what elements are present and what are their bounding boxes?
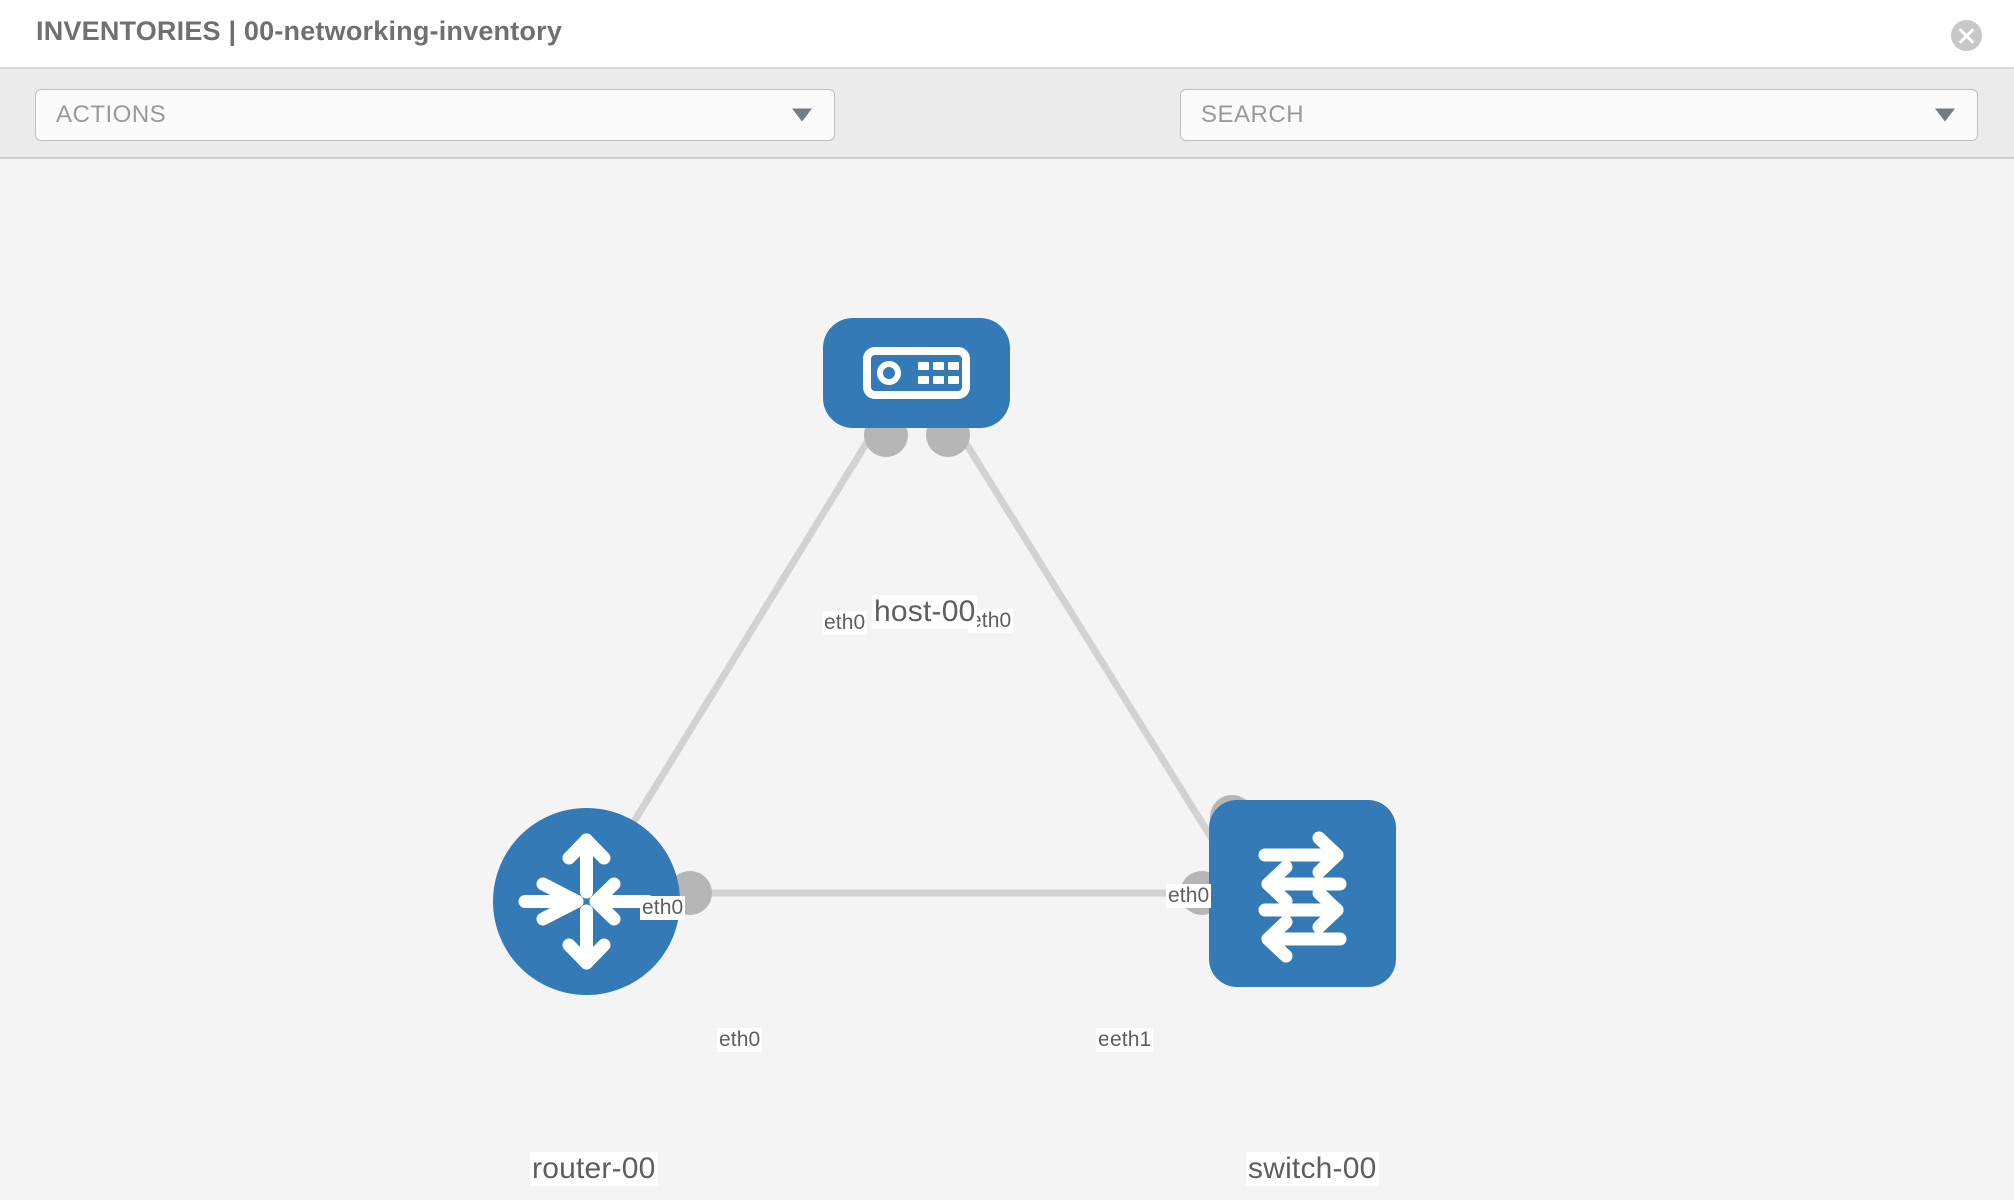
node-label-switch-00: switch-00 <box>1246 1152 1379 1186</box>
edge-host-switch <box>949 419 1235 873</box>
actions-dropdown[interactable]: ACTIONS <box>35 89 835 141</box>
page-title: INVENTORIES | 00-networking-inventory <box>36 16 563 46</box>
edge-host-router <box>597 419 883 879</box>
switch-arrows-icon <box>1258 831 1347 963</box>
edge-label-switch-to-host: eth0 <box>1166 884 1212 908</box>
edge-label-router-to-host: eth0 <box>640 896 686 920</box>
toolbar: ACTIONS SEARCH <box>0 69 2014 198</box>
node-label-router-00: router-00 <box>530 1152 658 1186</box>
edge-label-host-to-router: eth0 <box>822 611 868 635</box>
edge-label-router-to-switch: eth0 <box>717 1028 763 1052</box>
node-label-host-00: host-00 <box>872 595 978 629</box>
router-arrows-icon <box>518 833 655 970</box>
actions-dropdown-label: ACTIONS <box>56 101 167 128</box>
search-placeholder: SEARCH <box>1201 101 1305 128</box>
search-input[interactable]: SEARCH <box>1180 89 1978 141</box>
node-switch-00[interactable] <box>1209 800 1396 987</box>
topology-edges <box>597 413 1254 915</box>
topology-canvas[interactable]: host-00 router-00 switch-00 eth0 eth0 et… <box>0 159 2014 1200</box>
edge-label-switch-to-router-b: eth1 <box>1108 1028 1154 1052</box>
chevron-down-icon[interactable] <box>792 108 812 122</box>
close-icon[interactable] <box>1951 20 1982 51</box>
server-icon <box>863 347 970 399</box>
node-host-00[interactable] <box>823 318 1010 428</box>
chevron-down-icon[interactable] <box>1935 108 1955 122</box>
page-header: INVENTORIES | 00-networking-inventory <box>0 0 2014 69</box>
edge-connectors <box>668 413 1254 915</box>
node-router-00[interactable] <box>493 808 680 995</box>
